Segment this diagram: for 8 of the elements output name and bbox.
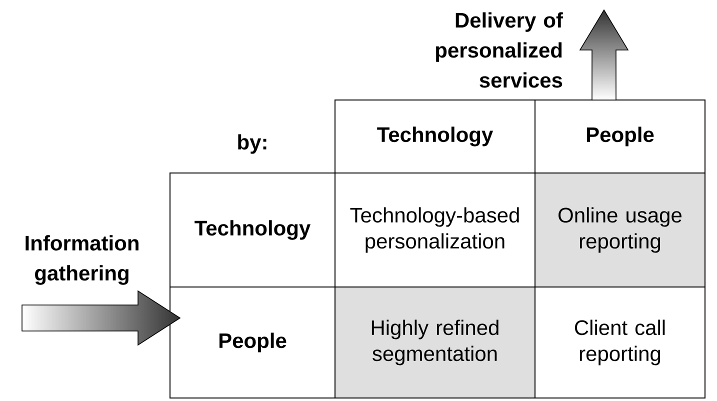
table-cell: Client call reporting <box>534 286 706 398</box>
axis-title: Delivery of personalized services <box>436 12 564 88</box>
header-cell: Technology <box>170 172 336 288</box>
header-cell: Technology <box>334 100 536 174</box>
axis-title: Information gathering <box>26 235 138 285</box>
table-cell: Online usage reporting <box>534 172 706 288</box>
header-text: by: <box>238 134 266 154</box>
table-cell: Highly refined segmentation <box>334 286 536 398</box>
